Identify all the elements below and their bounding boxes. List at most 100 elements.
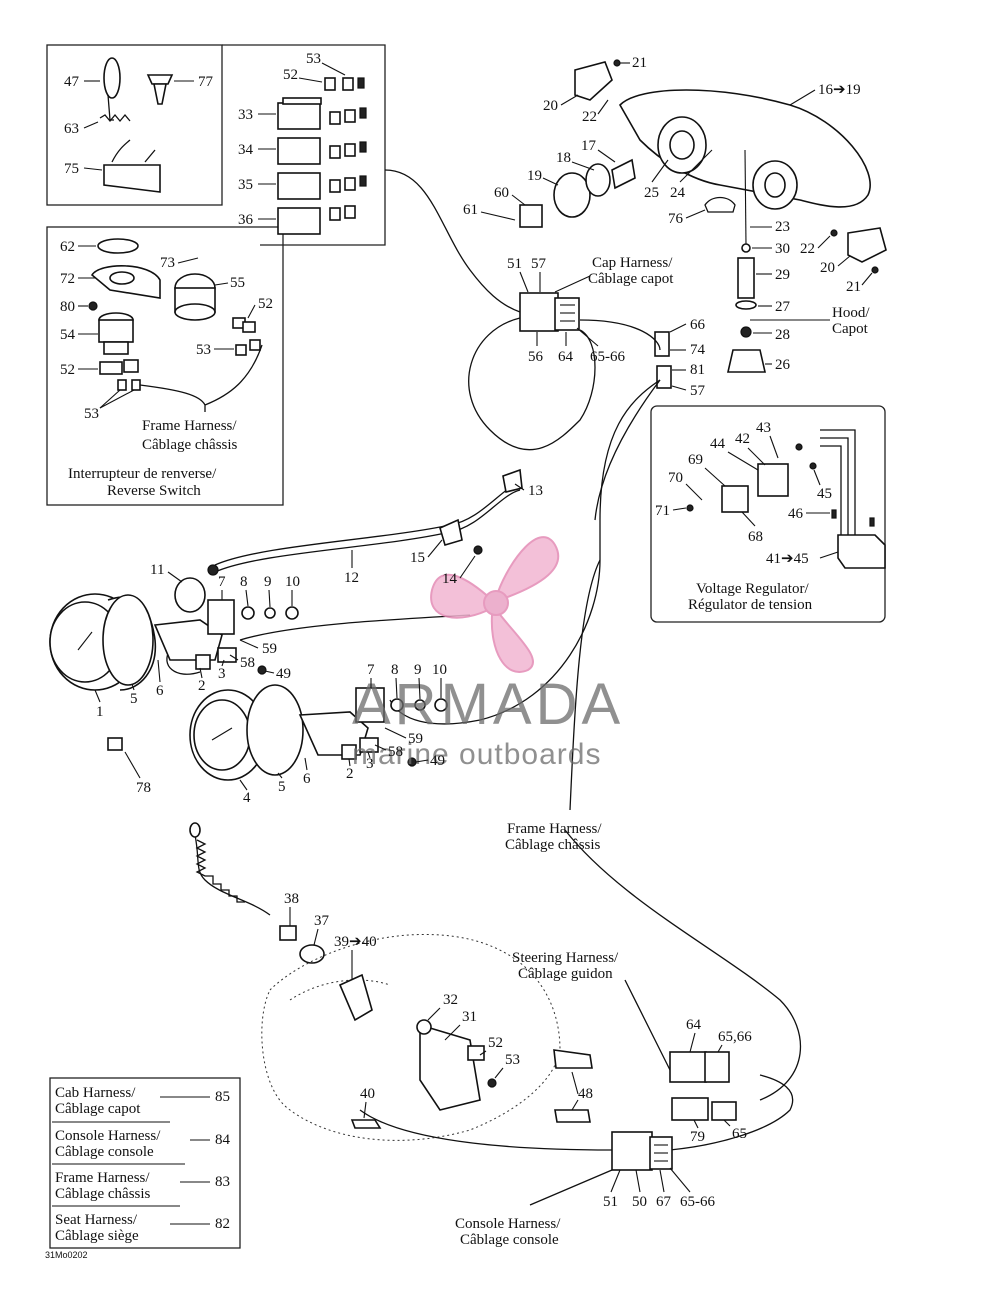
steering-harness-2 — [624, 979, 671, 1071]
voltage-regulator-label-2: Régulator de tension — [688, 597, 813, 613]
cable-clamp-15 — [439, 468, 523, 555]
callout: 52 — [258, 296, 273, 312]
callout: 72 — [60, 271, 75, 287]
callout: 67 — [656, 1194, 672, 1210]
legend-item-4-line1: Seat Harness/ — [55, 1212, 138, 1228]
callout: 74 — [690, 342, 706, 358]
callout: 7 — [218, 574, 226, 590]
callout: 16➔19 — [818, 82, 861, 98]
voltage-regulator-label-1: Voltage Regulator/ — [696, 581, 809, 597]
voltage-regulator-41-45 — [820, 429, 886, 569]
callout: 53 — [505, 1052, 520, 1068]
steering-harness-label-1: Steering Harness/ — [512, 950, 619, 966]
callout: 53 — [306, 51, 321, 67]
reverse-switch-label-1: Interrupteur de renverse/ — [68, 466, 217, 482]
callout: 52 — [60, 362, 75, 378]
callout: 78 — [136, 780, 151, 796]
coil-cord — [189, 822, 271, 916]
callout: 34 — [238, 142, 254, 158]
frame-harness-mid-label-2: Câblage châssis — [505, 837, 601, 853]
legend-item-3-ref: 83 — [215, 1174, 230, 1190]
callout: 66 — [690, 317, 706, 333]
bracket-20-top — [574, 59, 621, 101]
callout: 58 — [240, 655, 255, 671]
callout: 76 — [668, 211, 684, 227]
reverse-switch-55 — [174, 273, 216, 321]
callout: 38 — [284, 891, 299, 907]
callout: 39➔40 — [334, 934, 377, 950]
callout: 59 — [408, 731, 423, 747]
callout: 8 — [391, 662, 399, 678]
callout: 11 — [150, 562, 164, 578]
callout: 20 — [543, 98, 558, 114]
callout: 56 — [528, 349, 544, 365]
callout: 63 — [64, 121, 79, 137]
callout: 5 — [130, 691, 138, 707]
washers-7-10-top — [207, 599, 299, 635]
heat-shrink-icon — [103, 139, 161, 193]
watermark-propeller-icon — [430, 536, 560, 673]
callout: 51 — [603, 1194, 618, 1210]
callout: 59 — [262, 641, 277, 657]
callout: 61 — [463, 202, 478, 218]
steering-connector-64 — [669, 1051, 730, 1083]
callout: 3 — [366, 756, 374, 772]
callout: 64 — [558, 349, 574, 365]
gauge-harness-1 — [239, 614, 471, 641]
callout: 20 — [820, 260, 835, 276]
legend-item-2-line2: Câblage console — [55, 1144, 154, 1160]
callout: 79 — [690, 1129, 705, 1145]
voltage-regulator-box — [650, 405, 886, 623]
callout: 80 — [60, 299, 75, 315]
callout: 42 — [735, 431, 750, 447]
callout: 7 — [367, 662, 375, 678]
terminal-pins — [324, 77, 367, 221]
callout: 65 — [732, 1126, 747, 1142]
cap-harness-label-2: Câblage capot — [588, 271, 674, 287]
mounting-plate-72 — [90, 265, 161, 299]
legend-item-1-line2: Câblage capot — [55, 1101, 141, 1117]
callout: 64 — [686, 1017, 702, 1033]
callout: 68 — [748, 529, 763, 545]
callout: 65-66 — [680, 1194, 715, 1210]
callout: 70 — [668, 470, 683, 486]
small-parts-box — [46, 44, 223, 206]
bracket-20-bottom — [830, 227, 887, 274]
callout: 58 — [388, 744, 403, 760]
callout: 9 — [414, 662, 422, 678]
lead-to-console-connector — [529, 1169, 613, 1206]
callout: 22 — [800, 241, 815, 257]
callout: 49 — [276, 666, 291, 682]
speedo-drive-11 — [174, 564, 219, 613]
callout: 75 — [64, 161, 79, 177]
callout: 41➔45 — [766, 551, 809, 567]
harness-connectors-rs — [99, 317, 261, 391]
callout: 3 — [218, 666, 226, 682]
clip-76 — [704, 196, 736, 213]
callout: 30 — [775, 241, 790, 257]
callout: 33 — [238, 107, 253, 123]
console-harness-label-1: Console Harness/ — [455, 1216, 561, 1232]
callout: 13 — [528, 483, 543, 499]
console-connector-51 — [611, 1131, 673, 1171]
callout: 18 — [556, 150, 571, 166]
callout: 35 — [238, 177, 253, 193]
callout: 46 — [788, 506, 804, 522]
callout: 73 — [160, 255, 175, 271]
callout: 15 — [410, 550, 425, 566]
watermark-tagline: marine outboards — [352, 738, 601, 771]
callout: 24 — [670, 185, 686, 201]
callout: 65,66 — [718, 1029, 752, 1045]
regulator-connector-42-44 — [686, 443, 817, 513]
legend-item-4-ref: 82 — [215, 1216, 230, 1232]
cap-harness-loop — [468, 317, 596, 451]
callout: 57 — [690, 383, 706, 399]
console-harness — [359, 1109, 613, 1151]
rivet-icon — [146, 74, 174, 105]
callout: 10 — [432, 662, 447, 678]
frame-harness-mid-label-1: Frame Harness/ — [507, 821, 602, 837]
callout: 31 — [462, 1009, 477, 1025]
frame-harness-label-2: Câblage châssis — [142, 437, 238, 453]
connector-box — [222, 44, 386, 246]
